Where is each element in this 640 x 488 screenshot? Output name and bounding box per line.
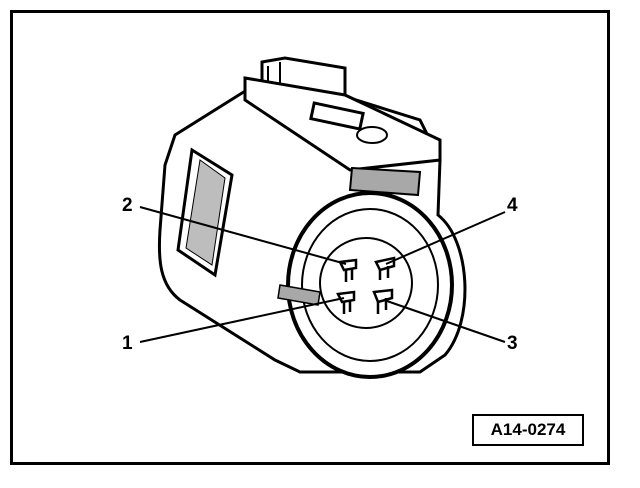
pin-cavity <box>319 237 413 329</box>
callout-1: 1 <box>122 333 133 354</box>
pin-4 <box>374 256 396 280</box>
guide-slot <box>348 166 422 197</box>
leader-line-4 <box>385 211 506 265</box>
leader-line-1 <box>139 297 345 343</box>
pin-2 <box>338 258 358 282</box>
reference-code-label: A14-0274 <box>472 414 584 446</box>
leader-line-2 <box>139 206 347 265</box>
leader-line-3 <box>383 299 506 343</box>
latch-window <box>309 101 365 131</box>
lock-hole <box>356 126 388 144</box>
callout-4: 4 <box>507 195 518 216</box>
callout-2: 2 <box>122 195 133 216</box>
callout-3: 3 <box>507 333 518 354</box>
